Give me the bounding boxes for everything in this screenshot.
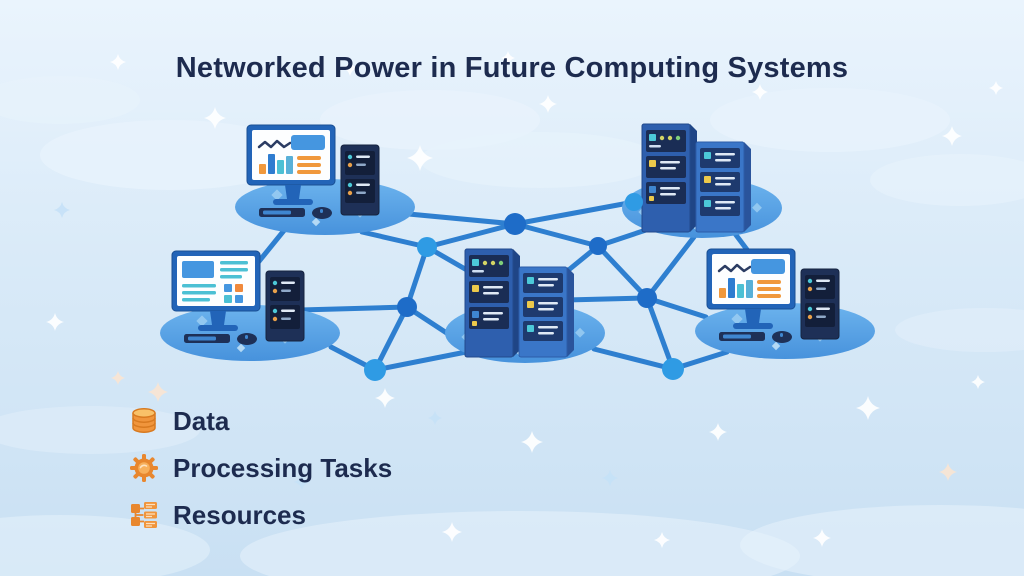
network-junction [637,288,657,308]
network-edge [512,199,637,227]
network-junction [417,237,437,257]
legend-item-processing-tasks: Processing Tasks [129,453,392,483]
network-junction [662,358,684,380]
network-junction [364,359,386,381]
legend-item-resources: Resources [129,500,392,530]
network-edge [644,234,697,301]
cloud-decoration [895,308,1024,352]
network-junction [625,193,643,211]
cloud-decoration [40,120,300,190]
legend-label-data: Data [173,405,230,436]
legend-item-data: Data [129,406,392,436]
network-edge [644,295,676,372]
legend-label-resources: Resources [173,499,306,530]
network-junction [504,213,526,235]
server-stack-icon [131,502,157,528]
network-edge [424,221,518,250]
network-junction [397,297,417,317]
cloud-decoration [420,132,660,188]
network-edge [297,304,410,313]
page-title: Networked Power in Future Computing Syst… [175,52,849,84]
database-icon [132,408,156,433]
network-junctions-layer [364,193,684,381]
cloud-decoration [320,90,540,150]
cloud-decoration [0,76,140,124]
cloud-decoration [710,88,950,152]
gear-icon [130,454,158,482]
legend: Data Processing Tasks [129,406,392,530]
cloud-decoration [240,511,800,576]
cloud-decoration [0,515,210,576]
cloud-decoration [870,154,1024,206]
network-edge [395,210,518,227]
cloud-decoration [740,505,1024,576]
network-edge [372,349,469,373]
network-edge [591,346,676,372]
network-junction [589,237,607,255]
network-edge [404,244,430,310]
network-edge [512,221,601,249]
network-edge [644,295,709,320]
network-edge [595,243,650,301]
network-edge [563,295,650,303]
network-edge [359,229,430,250]
network-edge [372,304,410,373]
legend-label-processing-tasks: Processing Tasks [173,452,393,483]
